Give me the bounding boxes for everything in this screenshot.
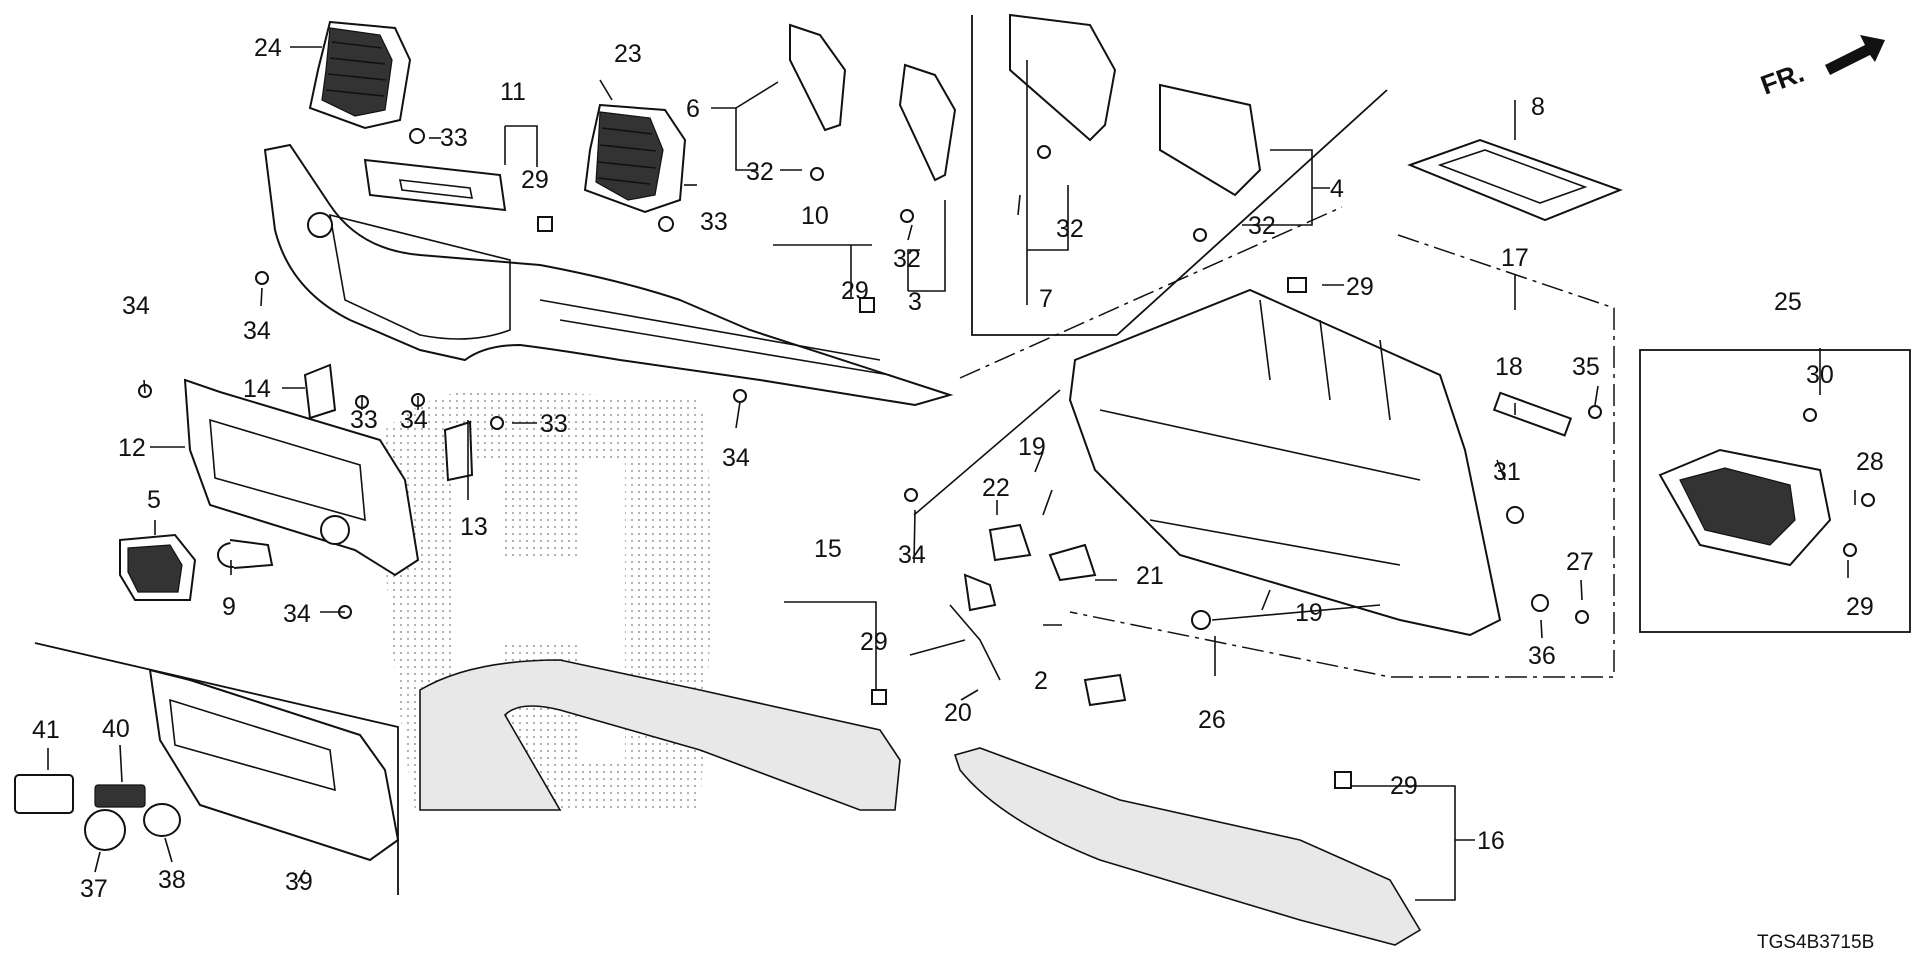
part-label: 19 — [1018, 433, 1046, 461]
part-labels: 24 23 11 33 29 6 32 33 32 3 32 7 32 4 8 … — [32, 34, 1884, 903]
part-24-air-vent — [308, 20, 412, 130]
part-23-air-vent — [583, 103, 687, 214]
part-label: 8 — [1531, 93, 1545, 121]
part-label: 29 — [1390, 772, 1418, 800]
part-37-knob — [84, 809, 126, 851]
front-arrow-icon — [1825, 35, 1885, 75]
part-label: 33 — [700, 208, 728, 236]
part-label: 14 — [243, 375, 271, 403]
part-label: 31 — [1493, 458, 1521, 486]
front-indicator: FR. — [1757, 58, 1808, 101]
part-12-side-panel — [183, 378, 420, 577]
part-label: 29 — [1846, 593, 1874, 621]
part-16-lower-cover — [953, 747, 1422, 946]
part-20-key-cylinder — [909, 573, 1001, 681]
part-2-switch — [1083, 673, 1127, 707]
part-label: 39 — [285, 868, 313, 896]
part-38-socket — [143, 803, 181, 837]
part-label: 34 — [122, 292, 150, 320]
part-7-bracket — [1009, 13, 1117, 142]
part-label: 21 — [1136, 562, 1164, 590]
part-label: 16 — [1477, 827, 1505, 855]
part-label: 15 — [814, 535, 842, 563]
part-label: 34 — [283, 600, 311, 628]
part-label: 33 — [350, 406, 378, 434]
part-label: 6 — [686, 95, 700, 123]
drawing-code: TGS4B3715B — [1757, 932, 1874, 953]
part-label: 32 — [893, 245, 921, 273]
part-label: 12 — [118, 434, 146, 462]
part-label: 22 — [982, 474, 1010, 502]
part-label: 29 — [521, 166, 549, 194]
part-label: 30 — [1806, 361, 1834, 389]
part-label: 38 — [158, 866, 186, 894]
part-label: 34 — [243, 317, 271, 345]
part-15-lower-dash-panel — [419, 659, 901, 811]
part-label: 23 — [614, 40, 642, 68]
part-label: 25 — [1774, 288, 1802, 316]
part-label: 32 — [1056, 215, 1084, 243]
part-8-pad — [1407, 138, 1623, 222]
part-label: 10 — [801, 202, 829, 230]
part-label: 4 — [1330, 175, 1344, 203]
part-label: 29 — [841, 277, 869, 305]
part-label: 32 — [746, 158, 774, 186]
part-10-upper-dash-panel — [263, 143, 954, 407]
part-40-switch — [94, 784, 146, 808]
part-label: 41 — [32, 716, 60, 744]
part-18-damper — [1492, 391, 1573, 437]
part-17-glovebox — [1068, 288, 1502, 637]
part-label: 5 — [147, 486, 161, 514]
part-22-clip — [988, 523, 1032, 562]
part-label: 33 — [540, 410, 568, 438]
part-label: 33 — [440, 124, 468, 152]
glovebox-group-box — [959, 206, 1615, 678]
part-label: 3 — [908, 288, 922, 316]
part-label: 18 — [1495, 353, 1523, 381]
part-41-switch — [14, 774, 74, 814]
part-label: 40 — [102, 715, 130, 743]
part-6-bracket — [789, 23, 847, 132]
part-39-lower-panel — [148, 668, 400, 862]
part-5-switch — [119, 533, 197, 601]
part-label: 29 — [1346, 273, 1374, 301]
part-3-bracket — [898, 63, 957, 182]
part-label: 2 — [1034, 667, 1048, 695]
bracket-group-box — [971, 15, 1388, 336]
part-label: 34 — [898, 541, 926, 569]
part-label: 27 — [1566, 548, 1594, 576]
part-4-bracket — [1159, 83, 1262, 197]
part-label: 19 — [1295, 599, 1323, 627]
part-label: 26 — [1198, 706, 1226, 734]
part-13-bracket — [443, 420, 474, 482]
part-label: 24 — [254, 34, 282, 62]
part-label: 20 — [944, 699, 972, 727]
part-label: 34 — [722, 444, 750, 472]
leader-lines — [47, 46, 1856, 901]
vent-group-box — [1639, 349, 1911, 633]
part-label: 37 — [80, 875, 108, 903]
part-9-socket — [217, 539, 274, 569]
part-label: 13 — [460, 513, 488, 541]
part-label: 29 — [860, 628, 888, 656]
part-11-garnish — [363, 158, 507, 212]
part-label: 11 — [500, 78, 526, 106]
part-label: 28 — [1856, 448, 1884, 476]
part-label: 9 — [222, 593, 236, 621]
part-label: 36 — [1528, 642, 1556, 670]
part-label: 7 — [1039, 285, 1053, 313]
part-label: 32 — [1248, 212, 1276, 240]
part-label: 17 — [1501, 244, 1529, 272]
part-14-bracket — [303, 363, 337, 420]
part-21-latch — [1048, 543, 1097, 582]
part-label: 35 — [1572, 353, 1600, 381]
part-25-side-vent — [1658, 448, 1832, 567]
part-label: 34 — [400, 406, 428, 434]
